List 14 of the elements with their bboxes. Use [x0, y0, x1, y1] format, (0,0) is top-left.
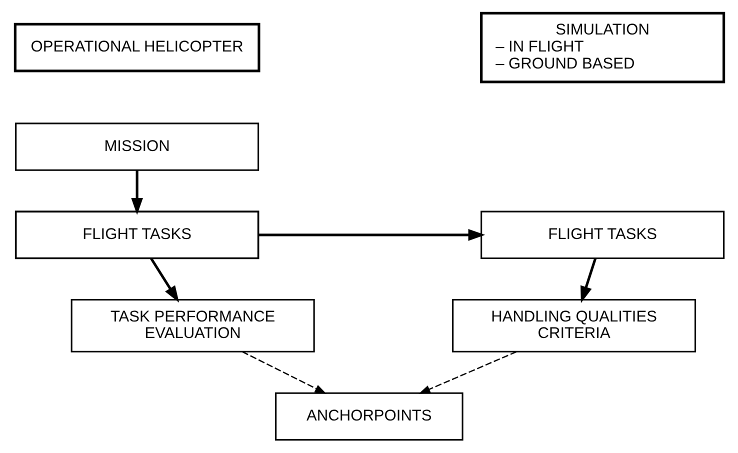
arrow — [580, 258, 596, 304]
node-box: ANCHORPOINTS — [274, 392, 463, 441]
arrow — [258, 229, 485, 241]
arrow — [130, 170, 142, 215]
arrow — [418, 351, 516, 394]
node-box: SIMULATION – IN FLIGHT – GROUND BASED — [480, 12, 725, 84]
node-box: FLIGHT TASKS — [14, 210, 259, 260]
node-box: MISSION — [14, 122, 259, 171]
node-box: OPERATIONAL HELICOPTER — [13, 22, 260, 72]
arrow — [150, 258, 179, 303]
node-box: FLIGHT TASKS — [480, 210, 724, 260]
arrow — [242, 351, 326, 394]
node-box: HANDLING QUALITIES CRITERIA — [452, 298, 696, 352]
node-box: TASK PERFORMANCE EVALUATION — [70, 298, 314, 352]
